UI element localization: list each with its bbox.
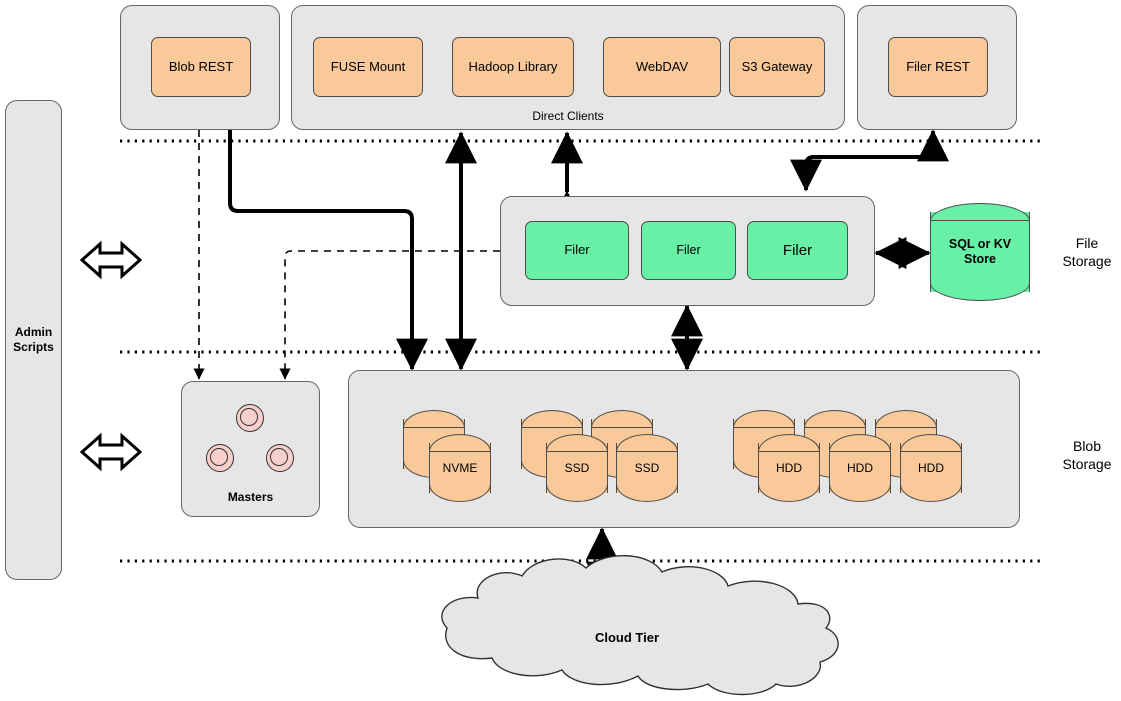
disk-label-hdd-2: HDD (847, 461, 873, 475)
disk-label-ssd-2: SSD (634, 461, 660, 475)
filer-node-1[interactable]: Filer (525, 221, 629, 280)
master-node-2[interactable] (206, 444, 234, 472)
connector-filer-masters (279, 250, 500, 380)
blob-rest-group: Blob REST (120, 5, 280, 130)
cylinder-body (930, 212, 1030, 292)
masters-group: Masters (181, 381, 320, 517)
filer-group: Filer Filer Filer (500, 196, 875, 306)
disk-hdd-front-1[interactable]: HDD (758, 434, 820, 502)
disk-hdd-front-3[interactable]: HDD (900, 434, 962, 502)
disk-nvme-front[interactable]: NVME (429, 434, 491, 502)
master-node-3[interactable] (266, 444, 294, 472)
master-node-1[interactable] (236, 404, 264, 432)
cloud-tier-label: Cloud Tier (594, 629, 660, 645)
disk-ssd-front-2[interactable]: SSD (616, 434, 678, 502)
disk-label-hdd-1: HDD (776, 461, 802, 475)
disk-label-nvme: NVME (442, 461, 478, 475)
disk-ssd-front-1[interactable]: SSD (546, 434, 608, 502)
client-s3-gateway[interactable]: S3 Gateway (729, 37, 825, 97)
filer-node-3[interactable]: Filer (747, 221, 848, 280)
admin-arrow-blob-storage (79, 432, 143, 472)
admin-arrow-file-storage (79, 240, 143, 280)
direct-clients-caption: Direct Clients (532, 109, 604, 123)
disk-label-ssd-1: SSD (564, 461, 590, 475)
disk-label-hdd-3: HDD (918, 461, 944, 475)
client-blob-rest[interactable]: Blob REST (151, 37, 251, 97)
client-webdav[interactable]: WebDAV (603, 37, 721, 97)
client-filer-rest[interactable]: Filer REST (888, 37, 988, 97)
volume-servers-group: NVME SSD SSD HDD (348, 370, 1020, 528)
metadata-store-cylinder[interactable]: SQL or KV Store (930, 203, 1030, 301)
masters-caption: Masters (227, 490, 274, 504)
filer-node-2[interactable]: Filer (641, 221, 736, 280)
connector-filerrest-filers (790, 129, 949, 192)
client-fuse-mount[interactable]: FUSE Mount (313, 37, 423, 97)
cloud-tier[interactable]: Cloud Tier (432, 588, 822, 690)
client-hadoop-library[interactable]: Hadoop Library (452, 37, 574, 97)
connector-blobrest-volumes (228, 130, 428, 371)
disk-hdd-front-2[interactable]: HDD (829, 434, 891, 502)
metadata-store-label: SQL or KV Store (948, 237, 1012, 266)
filer-rest-group: Filer REST (857, 5, 1017, 130)
direct-clients-group: FUSE Mount Hadoop Library WebDAV S3 Gate… (291, 5, 845, 130)
